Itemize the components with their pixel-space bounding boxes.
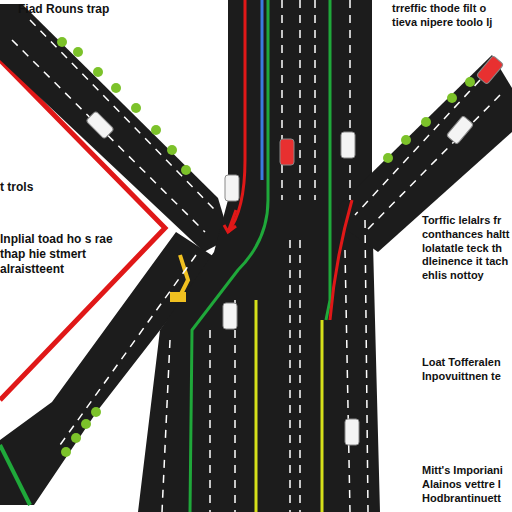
tree	[71, 433, 81, 443]
lane-dash	[162, 340, 170, 512]
tree	[151, 125, 161, 135]
car	[341, 132, 355, 158]
lane-dash	[355, 80, 480, 215]
lane-dash	[30, 20, 215, 210]
car	[345, 419, 359, 445]
lane-dash	[281, 0, 283, 200]
lane-dash	[299, 0, 301, 200]
note-label: Torffic lelalrs fr conthances haltt lola…	[422, 214, 512, 283]
note-label: trreffic thode filt o tieva nipere toolo…	[392, 2, 512, 30]
green-lane-line	[326, 0, 330, 320]
tree	[401, 135, 411, 145]
blue-lane-line	[261, 0, 264, 180]
car	[476, 56, 503, 85]
green-lane-line	[190, 0, 268, 512]
tree	[421, 117, 431, 127]
car	[446, 116, 473, 145]
lane-dash	[209, 330, 211, 512]
tree	[93, 67, 103, 77]
lane-dash	[289, 240, 291, 512]
lane-dash	[345, 250, 350, 512]
green-edge-line	[0, 445, 30, 505]
yellow-marker	[170, 292, 186, 302]
tree	[57, 37, 67, 47]
lane-dash	[314, 0, 316, 200]
tree	[465, 77, 475, 87]
tree	[73, 47, 83, 57]
upper-left-road	[0, 4, 230, 252]
car	[86, 111, 114, 139]
lane-dash	[349, 0, 351, 200]
note-label: Mitt's Imporiani Alainos vettre l Hodbra…	[422, 464, 512, 505]
lane-dash	[365, 95, 500, 232]
tree	[131, 103, 141, 113]
tree	[61, 447, 71, 457]
tree	[81, 419, 91, 429]
tree	[167, 145, 177, 155]
lane-dash	[60, 255, 196, 445]
car	[223, 303, 237, 329]
yellow-lane-line	[255, 300, 258, 512]
yellow-lane-line	[321, 320, 324, 512]
red-arrow	[224, 210, 236, 232]
lane-dash	[12, 40, 205, 232]
lane-dash	[299, 240, 301, 512]
car	[225, 175, 239, 201]
lane-dash	[365, 220, 368, 512]
note-label: t trols	[0, 180, 80, 195]
lane-dash	[234, 300, 236, 512]
tree	[383, 153, 393, 163]
main-highway	[138, 0, 380, 512]
tree	[447, 93, 457, 103]
map-title: Fiad Rouns trap	[18, 2, 178, 17]
note-label: Loat Tofferalen Inpovuittnen te	[422, 356, 512, 384]
tree	[91, 407, 101, 417]
car	[280, 139, 294, 165]
note-label: lnplial toad ho s rae thap hie stmert al…	[0, 232, 140, 277]
red-lane-line	[330, 200, 352, 320]
tree	[181, 165, 191, 175]
tree	[111, 83, 121, 93]
